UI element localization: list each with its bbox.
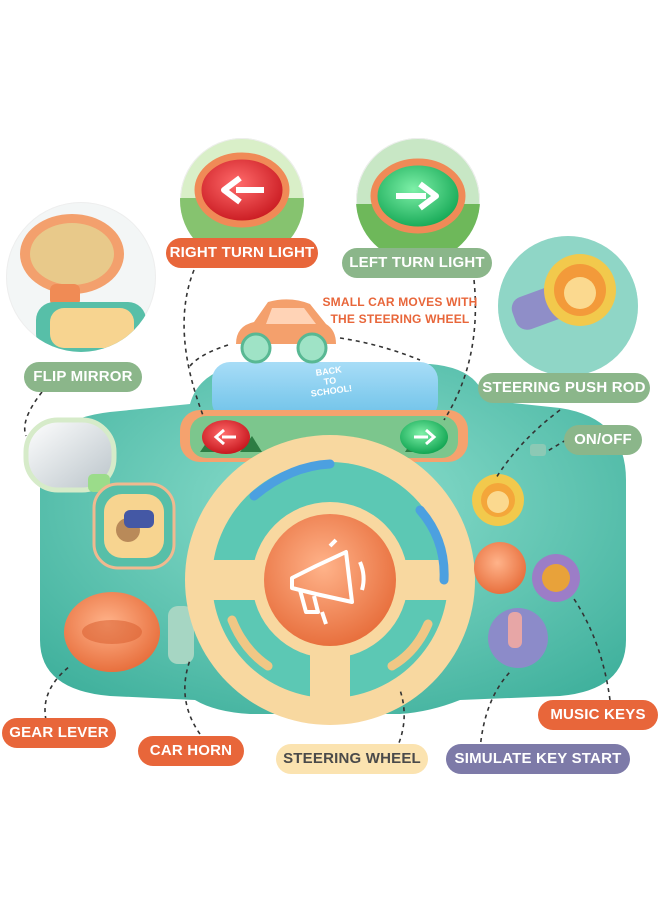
car-horn-button [264,514,396,646]
small-car-note: SMALL CAR MOVES WITH THE STEERING WHEEL [312,294,488,328]
left-arrow-icon [221,175,264,205]
label-right-turn-light: RIGHT TURN LIGHT [166,238,318,268]
label-simulate-key-start: SIMULATE KEY START [446,744,630,774]
label-left-turn-light: LEFT TURN LIGHT [342,248,492,278]
mirror-icon [23,417,117,493]
label-on-off: ON/OFF [564,425,642,455]
car-icon [236,299,336,364]
label-steering-wheel: STEERING WHEEL [276,744,428,774]
dashboard-screen [212,362,438,420]
megaphone-icon [290,538,366,625]
flip-mirror-bubble [6,202,156,352]
left-turn-light-bubble [356,138,480,262]
label-flip-mirror: FLIP MIRROR [24,362,142,392]
small-car-note-line1: SMALL CAR MOVES WITH [322,295,478,309]
label-steering-push-rod: STEERING PUSH ROD [478,373,650,403]
small-car-note-line2: THE STEERING WHEEL [330,312,470,326]
label-car-horn: CAR HORN [138,736,244,766]
right-arrow-icon [396,181,439,211]
label-music-keys: MUSIC KEYS [538,700,658,730]
steering-push-rod-bubble [498,236,638,376]
label-gear-lever: GEAR LEVER [2,718,116,748]
